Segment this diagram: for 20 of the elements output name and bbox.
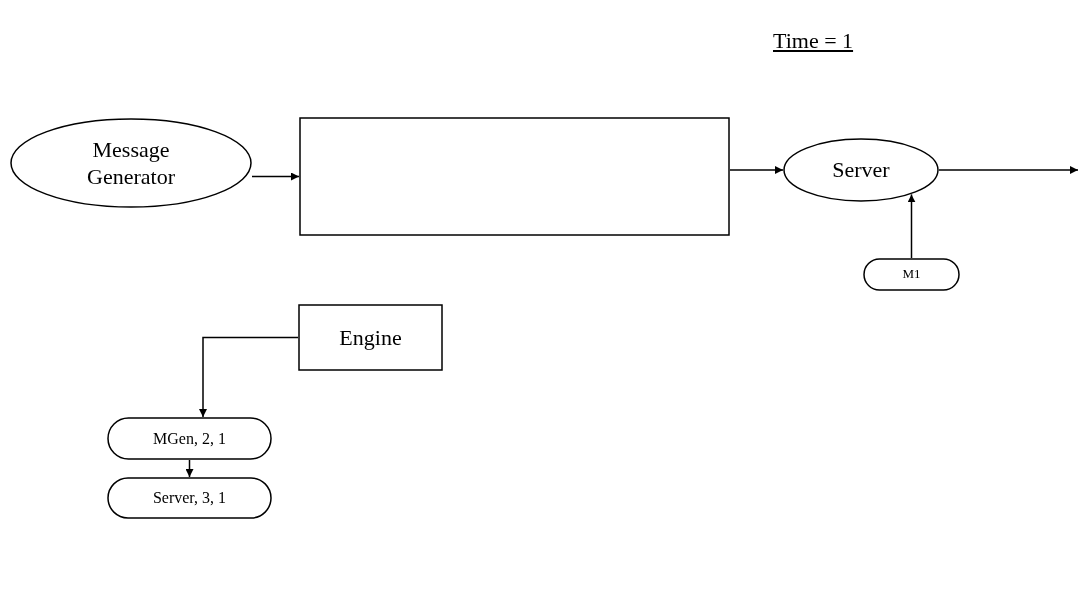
arrow bbox=[938, 166, 1079, 174]
arrow bbox=[199, 336, 299, 418]
rounded-box bbox=[863, 258, 960, 291]
node-text: Message Generator bbox=[86, 135, 176, 191]
node-text: Server bbox=[832, 156, 890, 184]
node-text: Server, 3, 1 bbox=[152, 488, 227, 508]
ellipse-node bbox=[10, 118, 252, 208]
arrow bbox=[907, 193, 916, 259]
node-text: MGen, 2, 1 bbox=[153, 428, 226, 449]
process-box bbox=[298, 304, 443, 371]
process-box bbox=[299, 117, 730, 236]
node-text: M1 bbox=[902, 266, 921, 283]
rounded-box bbox=[107, 477, 272, 519]
rounded-box bbox=[107, 417, 272, 460]
arrow bbox=[729, 166, 784, 174]
arrow bbox=[251, 172, 300, 181]
node-text: Engine bbox=[339, 323, 402, 352]
time-label: Time = 1 bbox=[773, 28, 854, 54]
arrow bbox=[185, 459, 194, 478]
ellipse-node bbox=[783, 138, 939, 202]
